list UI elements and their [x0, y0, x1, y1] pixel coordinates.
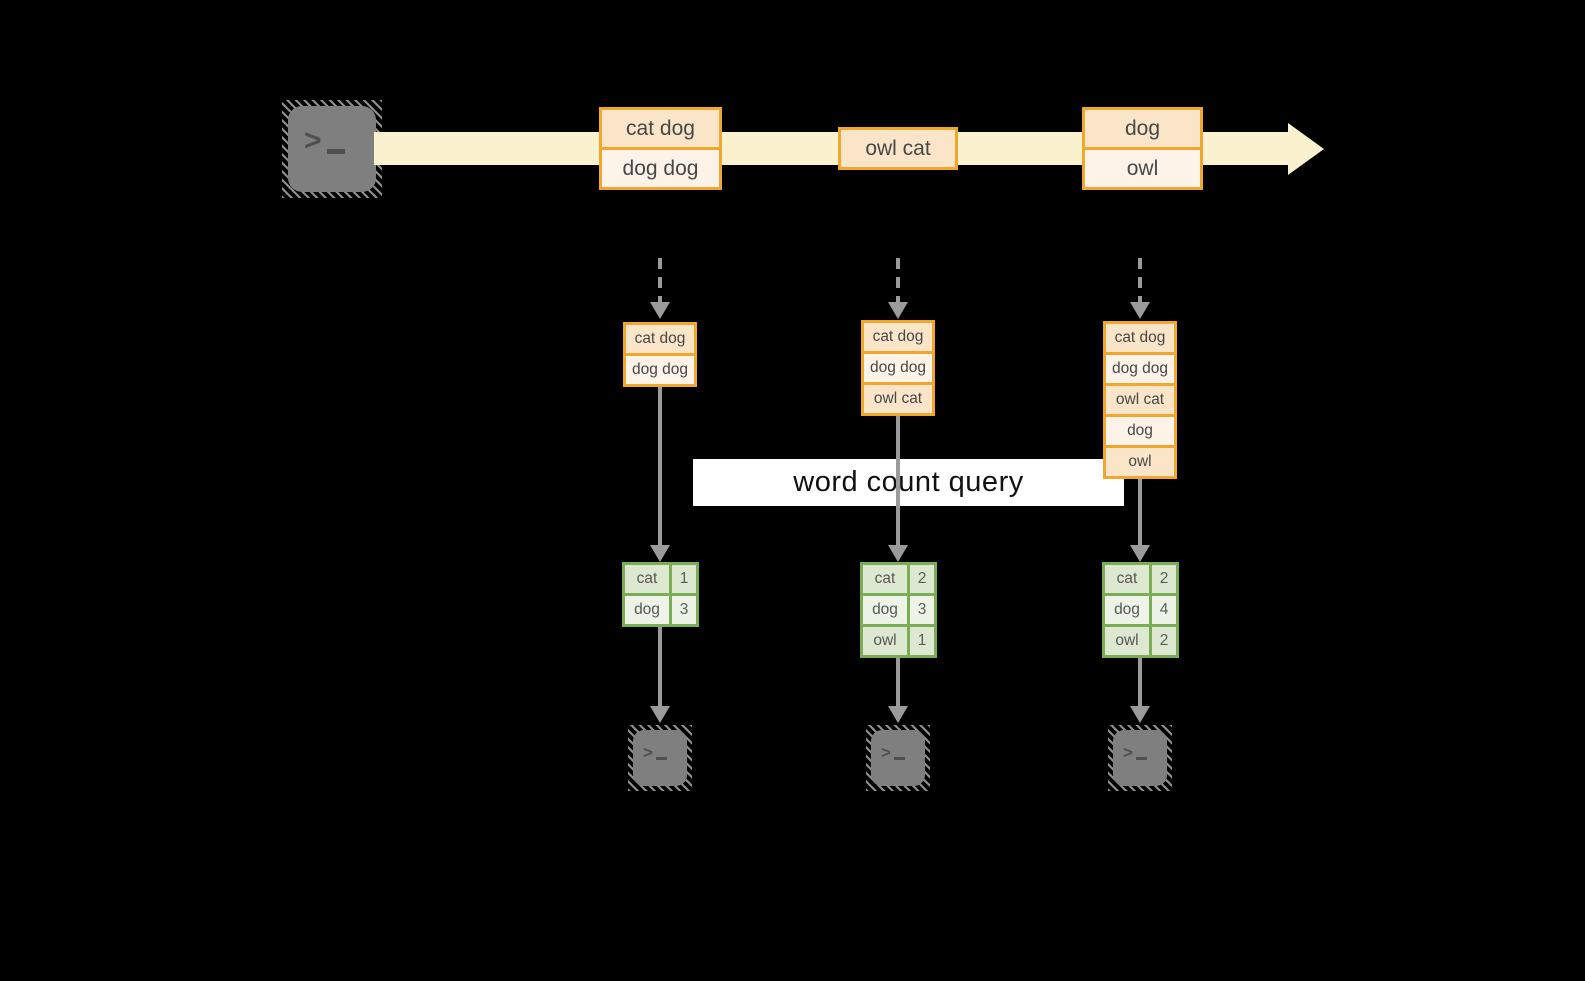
- dashed-arrow-head: [650, 302, 670, 319]
- record: dog dog: [1106, 355, 1174, 383]
- dashed-arrow-line: [896, 258, 900, 304]
- count-table-3: cat 2 dog 4 owl 2: [1102, 562, 1179, 658]
- terminal-prompt-icon: >: [1123, 742, 1147, 761]
- count-cell: 2: [1152, 627, 1176, 655]
- word-cell: dog: [625, 596, 669, 624]
- output-arrow-line: [1138, 658, 1142, 706]
- terminal-icon: >: [282, 100, 382, 198]
- word-cell: cat: [1105, 565, 1149, 593]
- table-row: cat 1: [625, 565, 696, 593]
- output-arrow-line: [658, 627, 662, 706]
- terminal-icon: >: [866, 725, 930, 791]
- table-row: dog 3: [625, 596, 696, 624]
- output-arrow-head: [1130, 706, 1150, 723]
- word-cell: dog: [863, 596, 907, 624]
- count-cell: 3: [672, 596, 696, 624]
- dashed-arrow-line: [1138, 258, 1142, 304]
- record: dog: [1085, 110, 1200, 147]
- count-cell: 3: [910, 596, 934, 624]
- count-cell: 2: [1152, 565, 1176, 593]
- query-arrow-head: [1130, 545, 1150, 562]
- output-arrow-head: [650, 706, 670, 723]
- terminal-screen: >: [633, 730, 687, 786]
- record: cat dog: [626, 325, 694, 353]
- table-row: owl 1: [863, 627, 934, 655]
- word-cell: dog: [1105, 596, 1149, 624]
- query-arrow-head: [888, 545, 908, 562]
- table-row: owl 2: [1105, 627, 1176, 655]
- terminal-screen: >: [871, 730, 925, 786]
- table-row: cat 2: [1105, 565, 1176, 593]
- count-cell: 2: [910, 565, 934, 593]
- count-cell: 1: [672, 565, 696, 593]
- record: owl cat: [864, 385, 932, 413]
- record: owl: [1106, 448, 1174, 476]
- record: owl cat: [841, 130, 955, 167]
- terminal-icon: >: [1108, 725, 1172, 791]
- query-label: word count query: [693, 459, 1124, 506]
- query-arrow-line: [896, 416, 900, 545]
- dashed-arrow-head: [1130, 302, 1150, 319]
- count-table-2: cat 2 dog 3 owl 1: [860, 562, 937, 658]
- record: dog dog: [602, 150, 719, 187]
- terminal-prompt-icon: >: [881, 742, 905, 761]
- terminal-prompt-icon: >: [643, 742, 667, 761]
- record: dog dog: [626, 356, 694, 384]
- accumulated-input-3: cat dog dog dog owl cat dog owl: [1103, 321, 1177, 479]
- count-cell: 4: [1152, 596, 1176, 624]
- record: cat dog: [864, 323, 932, 351]
- table-row: dog 3: [863, 596, 934, 624]
- record: owl: [1085, 150, 1200, 187]
- accumulated-input-1: cat dog dog dog: [623, 322, 697, 387]
- dashed-arrow-head: [888, 302, 908, 319]
- stream-batch-3: dog owl: [1082, 107, 1203, 190]
- word-cell: owl: [863, 627, 907, 655]
- output-arrow-line: [896, 658, 900, 706]
- terminal-icon: >: [628, 725, 692, 791]
- word-cell: cat: [863, 565, 907, 593]
- table-row: cat 2: [863, 565, 934, 593]
- count-table-1: cat 1 dog 3: [622, 562, 699, 627]
- query-arrow-line: [658, 387, 662, 545]
- terminal-screen: >: [1113, 730, 1167, 786]
- dashed-arrow-line: [658, 258, 662, 304]
- record: dog: [1106, 417, 1174, 445]
- record: cat dog: [1106, 324, 1174, 352]
- stream-batch-2: owl cat: [838, 127, 958, 170]
- stream-batch-1: cat dog dog dog: [599, 107, 722, 190]
- terminal-screen: >: [288, 106, 376, 192]
- query-arrow-line: [1138, 479, 1142, 545]
- word-cell: owl: [1105, 627, 1149, 655]
- terminal-prompt-icon: >: [304, 122, 345, 156]
- word-cell: cat: [625, 565, 669, 593]
- stream-arrowhead: [1288, 123, 1324, 175]
- table-row: dog 4: [1105, 596, 1176, 624]
- count-cell: 1: [910, 627, 934, 655]
- record: dog dog: [864, 354, 932, 382]
- output-arrow-head: [888, 706, 908, 723]
- record: owl cat: [1106, 386, 1174, 414]
- accumulated-input-2: cat dog dog dog owl cat: [861, 320, 935, 416]
- record: cat dog: [602, 110, 719, 147]
- query-arrow-head: [650, 545, 670, 562]
